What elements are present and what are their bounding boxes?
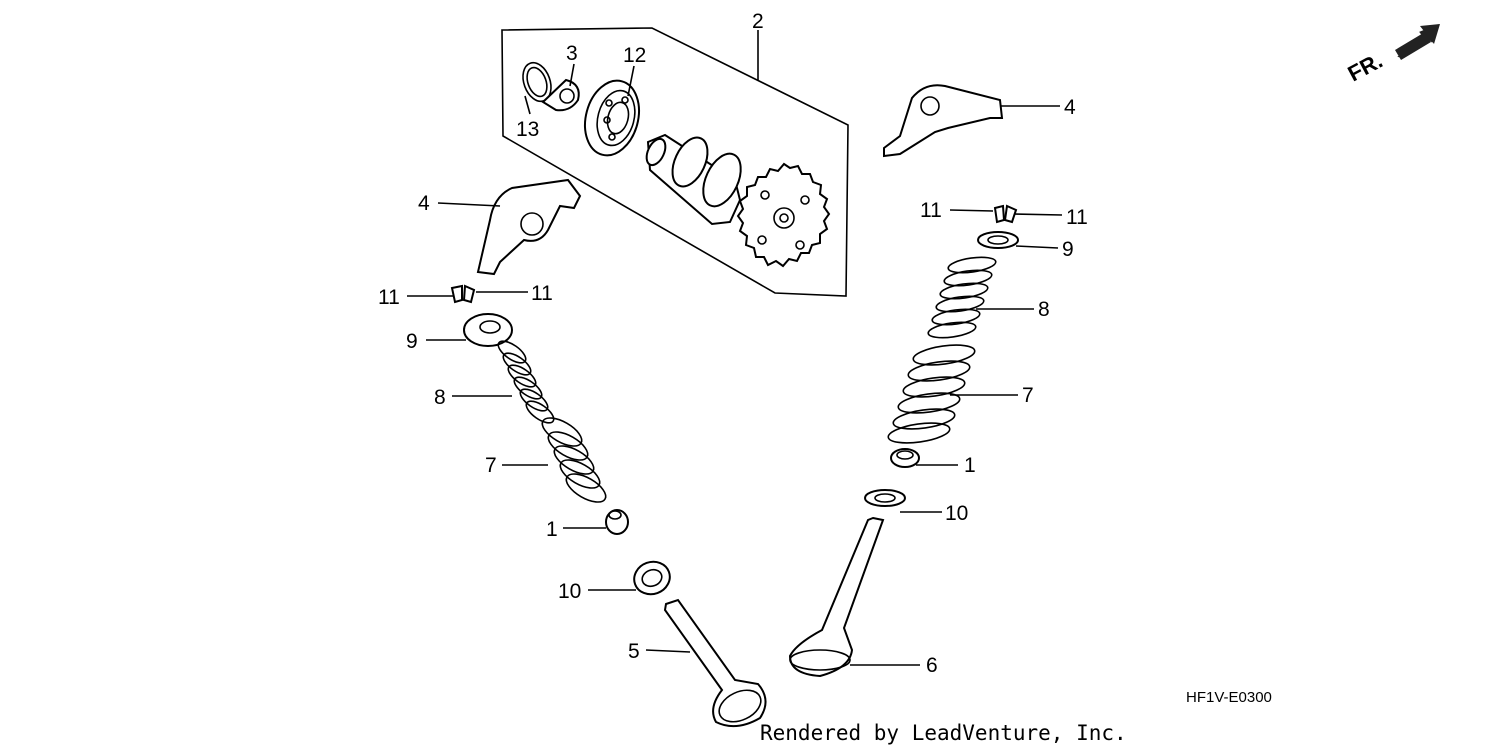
intake-valve-part-5 bbox=[663, 598, 767, 728]
outer-spring-right-part-7 bbox=[887, 344, 976, 444]
callout-7-left: 7 bbox=[485, 454, 497, 477]
callout-9-left: 9 bbox=[406, 330, 418, 353]
callout-3: 3 bbox=[566, 42, 578, 65]
spring-seat-left-part-10 bbox=[633, 560, 671, 596]
callout-11-left-left: 11 bbox=[378, 286, 400, 309]
rocker-arm-left-part-4 bbox=[476, 178, 582, 276]
callout-9-right: 9 bbox=[1062, 238, 1074, 261]
stem-seal-right-part-1 bbox=[890, 448, 920, 468]
leader-lines bbox=[407, 30, 1063, 666]
rocker-arm-right-part-4 bbox=[883, 84, 1004, 158]
spring-retainer-left-part-9 bbox=[463, 313, 513, 347]
inner-spring-left-part-8 bbox=[497, 340, 555, 424]
callout-10-right: 10 bbox=[945, 502, 968, 525]
render-credit: Rendered by LeadVenture, Inc. bbox=[760, 721, 1127, 745]
spring-retainer-right-part-9 bbox=[977, 231, 1019, 249]
callout-2: 2 bbox=[752, 10, 764, 33]
callout-11-left-right: 11 bbox=[531, 282, 553, 305]
callout-11-right-right: 11 bbox=[1066, 206, 1088, 229]
callout-4-left: 4 bbox=[418, 192, 430, 215]
callout-5: 5 bbox=[628, 640, 640, 663]
camshaft-part-2 bbox=[645, 133, 831, 268]
outer-spring-left-part-7 bbox=[541, 417, 607, 503]
callout-10-left: 10 bbox=[558, 580, 581, 603]
bearing-part-12 bbox=[584, 79, 640, 157]
stem-seal-left-part-1 bbox=[605, 509, 629, 535]
callout-7-right: 7 bbox=[1022, 384, 1034, 407]
callout-6: 6 bbox=[926, 654, 938, 677]
callout-11-right-left: 11 bbox=[920, 199, 942, 222]
callout-1-left: 1 bbox=[546, 518, 558, 541]
front-indicator-label: FR. bbox=[1344, 48, 1387, 87]
callout-12: 12 bbox=[623, 44, 646, 67]
callout-4-right: 4 bbox=[1064, 96, 1076, 119]
callout-8-left: 8 bbox=[434, 386, 446, 409]
cotter-right-part-11 bbox=[993, 204, 1018, 224]
camshaft-group-outline bbox=[501, 27, 849, 297]
spring-seat-right-part-10 bbox=[864, 489, 906, 507]
callout-13: 13 bbox=[516, 118, 539, 141]
front-direction-arrow-icon bbox=[1395, 24, 1440, 60]
exhaust-valve-part-6 bbox=[788, 516, 885, 678]
inner-spring-right-part-8 bbox=[927, 256, 997, 339]
lock-plate-part-3 bbox=[541, 78, 580, 112]
callout-1-right: 1 bbox=[964, 454, 976, 477]
cotter-left-part-11 bbox=[450, 284, 476, 304]
callout-8-right: 8 bbox=[1038, 298, 1050, 321]
diagram-code: HF1V-E0300 bbox=[1186, 689, 1272, 706]
